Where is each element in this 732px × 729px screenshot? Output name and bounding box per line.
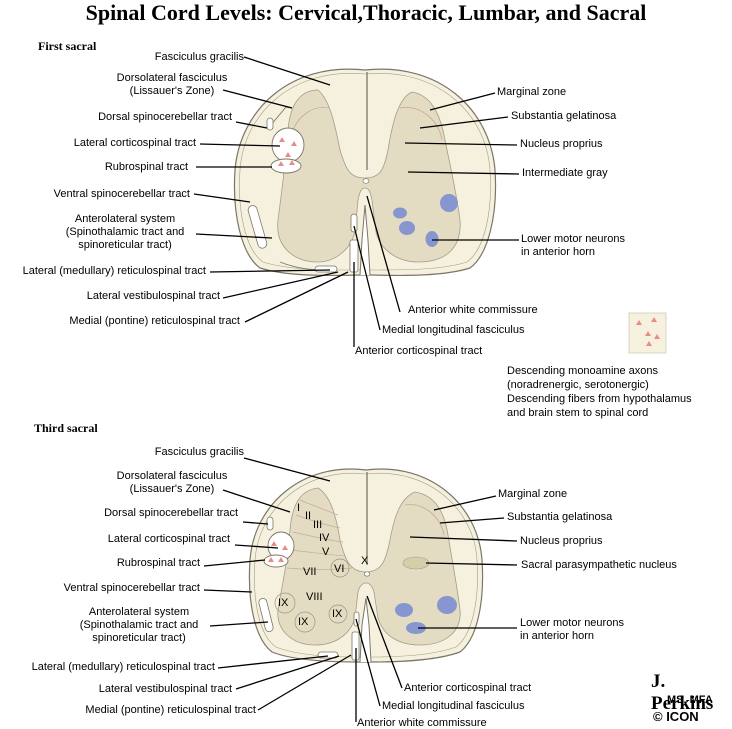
lamina-IX-a: IX <box>278 597 289 609</box>
third-label-fasciculus-gracilis: Fasciculus gracilis <box>154 446 244 458</box>
first-monoamine-triangles <box>278 137 297 166</box>
signature-name: J. Perkins <box>651 671 714 714</box>
first-label-anterolateral-2: (Spinothalamic tract and <box>65 226 185 238</box>
third-label-lateral-vestibulospinal: Lateral vestibulospinal tract <box>98 683 232 695</box>
first-label-fasciculus-gracilis: Fasciculus gracilis <box>154 51 244 63</box>
third-label-nucleus-proprius: Nucleus proprius <box>520 535 603 547</box>
lamina-X: X <box>361 555 369 567</box>
lamina-I: I <box>297 502 301 514</box>
legend-line-1: Descending monoamine axons <box>507 365 659 377</box>
first-label-ventral-spinocerebellar: Ventral spinocerebellar tract <box>53 188 190 200</box>
first-sacral-cord <box>233 68 497 277</box>
third-label-mlf: Medial longitudinal fasciculus <box>382 700 525 712</box>
first-label-marginal-zone: Marginal zone <box>497 86 567 98</box>
figure-title: Spinal Cord Levels: Cervical,Thoracic, L… <box>85 0 647 25</box>
first-gray-matter <box>277 89 461 263</box>
third-label-anterolateral-1: Anterolateral system <box>88 606 190 618</box>
first-label-lmn-2: in anterior horn <box>521 246 595 258</box>
first-motor-neuron <box>425 231 439 247</box>
lamina-II: II <box>305 510 312 522</box>
first-label-nucleus-proprius: Nucleus proprius <box>520 138 603 150</box>
third-rubrospinal <box>263 554 289 568</box>
first-label-anterolateral-3: spinoreticular tract) <box>78 239 172 251</box>
first-label-lateral-vestibulospinal: Lateral vestibulospinal tract <box>86 290 220 302</box>
first-label-dorsolateral-1: Dorsolateral fasciculus <box>116 72 228 84</box>
third-label-anterolateral-2: (Spinothalamic tract and <box>79 619 199 631</box>
third-lamina-VI-outline <box>330 558 350 578</box>
first-label-anterolateral-1: Anterolateral system <box>74 213 176 225</box>
first-sacral-heading: First sacral <box>38 39 97 53</box>
third-motor-neuron <box>395 603 413 617</box>
signature-degree: MS, MFA <box>667 694 713 706</box>
first-label-rubrospinal: Rubrospinal tract <box>104 161 188 173</box>
third-label-marginal-zone: Marginal zone <box>498 488 568 500</box>
third-motor-neuron <box>437 596 457 614</box>
third-label-rubrospinal: Rubrospinal tract <box>116 557 200 569</box>
third-label-substantia-gelatinosa: Substantia gelatinosa <box>507 511 613 523</box>
third-label-ventral-spinocerebellar: Ventral spinocerebellar tract <box>63 582 200 594</box>
first-gelatinosa-arc <box>399 106 443 141</box>
third-label-lmn-2: in anterior horn <box>520 630 594 642</box>
third-label-anterolateral-3: spinoreticular tract) <box>92 632 186 644</box>
first-rubrospinal <box>270 158 302 174</box>
first-label-lateral-reticulospinal: Lateral (medullary) reticulospinal tract <box>22 265 206 277</box>
third-label-lateral-reticulospinal: Lateral (medullary) reticulospinal tract <box>31 661 215 673</box>
first-label-anterior-white-commissure: Anterior white commissure <box>408 304 538 316</box>
third-label-sacral-parasympathetic: Sacral parasympathetic nucleus <box>521 559 677 571</box>
first-label-mlf: Medial longitudinal fasciculus <box>382 324 525 336</box>
first-motor-neuron <box>393 207 407 219</box>
first-dorsal-spinocerebellar <box>266 117 274 131</box>
legend-line-3: Descending fibers from hypothalamus <box>507 393 692 405</box>
first-label-intermediate-gray: Intermediate gray <box>522 167 608 179</box>
third-label-anterior-corticospinal: Anterior corticospinal tract <box>404 682 532 694</box>
lamina-VI: VI <box>334 563 345 575</box>
lamina-IX-b: IX <box>298 616 309 628</box>
lamina-V: V <box>322 546 330 558</box>
first-label-substantia-gelatinosa: Substantia gelatinosa <box>511 110 617 122</box>
third-motor-neuron <box>406 622 426 634</box>
legend-triangle-icon <box>636 317 660 346</box>
first-motor-neuron <box>440 194 458 212</box>
first-label-dorsal-spinocerebellar: Dorsal spinocerebellar tract <box>98 111 232 123</box>
signature-logo: © ICON <box>653 709 699 724</box>
third-label-dorsolateral-1: Dorsolateral fasciculus <box>116 470 228 482</box>
third-label-dorsolateral-2: (Lissauer's Zone) <box>129 483 215 495</box>
third-label-lateral-corticospinal: Lateral corticospinal tract <box>107 533 230 545</box>
third-label-anterior-white-commissure: Anterior white commissure <box>357 717 487 729</box>
lamina-IV: IV <box>319 532 330 544</box>
first-central-canal <box>362 178 370 184</box>
third-gelatinosa-arc <box>404 504 445 536</box>
third-sacral-cord <box>248 468 484 663</box>
lamina-IX-c: IX <box>332 608 343 620</box>
first-leader-lines <box>193 56 520 347</box>
third-central-canal <box>363 571 371 577</box>
third-leader-lines <box>203 457 518 722</box>
first-label-lateral-corticospinal: Lateral corticospinal tract <box>73 137 196 149</box>
first-label-dorsolateral-2: (Lissauer's Zone) <box>129 85 215 97</box>
third-anterolateral-tract <box>258 597 274 633</box>
third-monoamine-triangles <box>268 541 288 562</box>
legend-line-2: (noradrenergic, serotonergic) <box>507 379 649 391</box>
third-label-dorsal-spinocerebellar: Dorsal spinocerebellar tract <box>104 507 238 519</box>
legend-swatch <box>628 312 667 354</box>
first-mlf <box>350 213 358 233</box>
lamina-III: III <box>313 519 323 531</box>
first-lateral-reticulospinal <box>314 265 338 273</box>
third-sacral-heading: Third sacral <box>34 421 98 435</box>
lamina-VIII: VIII <box>306 591 323 603</box>
third-label-medial-reticulospinal: Medial (pontine) reticulospinal tract <box>85 704 256 716</box>
first-label-lmn-1: Lower motor neurons <box>521 233 625 245</box>
third-gray-matter <box>277 487 461 646</box>
third-sacral-parasympathetic <box>402 556 430 570</box>
lamina-VII: VII <box>303 566 317 578</box>
first-label-anterior-corticospinal: Anterior corticospinal tract <box>355 345 483 357</box>
first-label-medial-reticulospinal: Medial (pontine) reticulospinal tract <box>69 315 240 327</box>
third-label-lmn-1: Lower motor neurons <box>520 617 624 629</box>
legend-line-4: and brain stem to spinal cord <box>507 407 649 419</box>
first-motor-neuron <box>399 221 415 235</box>
